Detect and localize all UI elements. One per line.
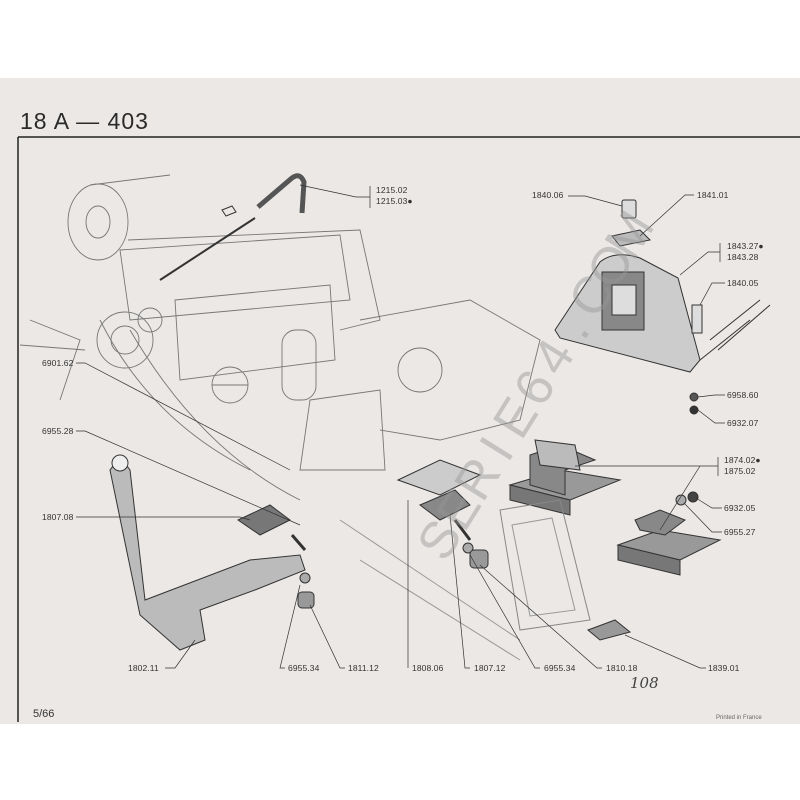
callout-6955-28: 6955.28 — [42, 426, 74, 436]
callout-1843-28: 1843.28 — [727, 252, 759, 262]
callout-1811-12: 1811.12 — [348, 663, 379, 673]
breather-tube-drawing — [159, 173, 307, 281]
callout-1807-08: 1807.08 — [42, 512, 74, 522]
callout-1215-02: 1215.02 — [376, 185, 408, 195]
callout-6955-27: 6955.27 — [724, 527, 756, 537]
callout-6955-34-b: 6955.34 — [544, 663, 576, 673]
callout-1840-06: 1840.06 — [532, 190, 564, 200]
front-crossmember-drawing — [109, 454, 315, 651]
callout-1839-01: 1839.01 — [708, 663, 740, 673]
page-title: 18 A — 403 — [20, 108, 149, 134]
callout-1875-02: 1875.02 — [724, 466, 756, 476]
callout-1843-27: 1843.27● — [727, 241, 764, 251]
callout-6955-34: 6955.34 — [288, 663, 320, 673]
frame-border — [17, 136, 800, 722]
callout-6932-07: 6932.07 — [727, 418, 759, 428]
callout-6901-62: 6901.62 — [42, 358, 74, 368]
middle-mount-drawing — [339, 459, 632, 661]
callout-1808-06: 1808.06 — [412, 663, 444, 673]
callout-6958-60: 6958.60 — [727, 390, 759, 400]
callout-6932-05: 6932.05 — [724, 503, 756, 513]
callout-1215-03: 1215.03● — [376, 196, 413, 206]
rear-mount-drawing — [554, 199, 771, 415]
callout-1810-18: 1810.18 — [606, 663, 638, 673]
callout-1841-01: 1841.01 — [697, 190, 729, 200]
callout-1802-11: 1802.11 — [128, 663, 159, 673]
catalog-sheet — [0, 78, 800, 724]
page-number: 5/66 — [33, 708, 55, 720]
printed-in-france: Printed in France — [716, 715, 762, 721]
engine-drawing — [19, 174, 541, 501]
leader-lines — [76, 184, 725, 669]
callout-1807-12: 1807.12 — [474, 663, 506, 673]
callout-1874-02: 1874.02● — [724, 455, 761, 465]
rubber-block-drawing — [508, 439, 722, 576]
callout-1840-05: 1840.05 — [727, 278, 759, 288]
handwritten-note: 108 — [630, 674, 659, 692]
